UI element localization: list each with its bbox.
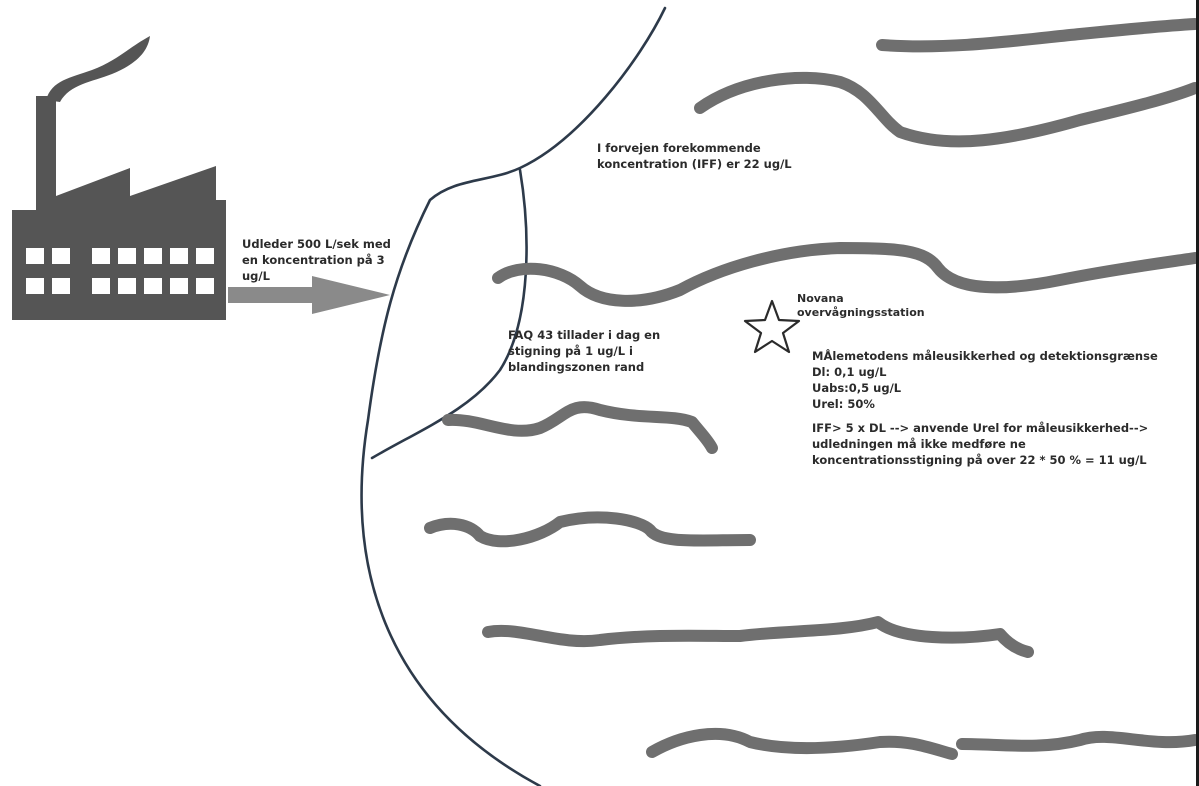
star-icon [743, 299, 801, 354]
measurement-uncertainty-text: MÅlemetodens måleusikkerhed og detektion… [812, 349, 1158, 411]
discharge-label: Udleder 500 L/sek med en koncentration p… [242, 237, 391, 283]
station-label: Novana overvågningsstation [797, 292, 925, 319]
discharge-arrow-icon [228, 276, 390, 314]
faq43-label: FAQ 43 tillader i dag en stigning på 1 u… [508, 328, 661, 374]
mixing-zone-outline [360, 6, 667, 786]
page-edge-line [1196, 0, 1199, 786]
wave-icon [424, 18, 1199, 760]
factory-icon [12, 36, 226, 320]
background-concentration-label: I forvejen forekommende koncentration (I… [597, 141, 792, 171]
calculation-text: IFF> 5 x DL --> anvende Urel for måleusi… [812, 421, 1149, 467]
